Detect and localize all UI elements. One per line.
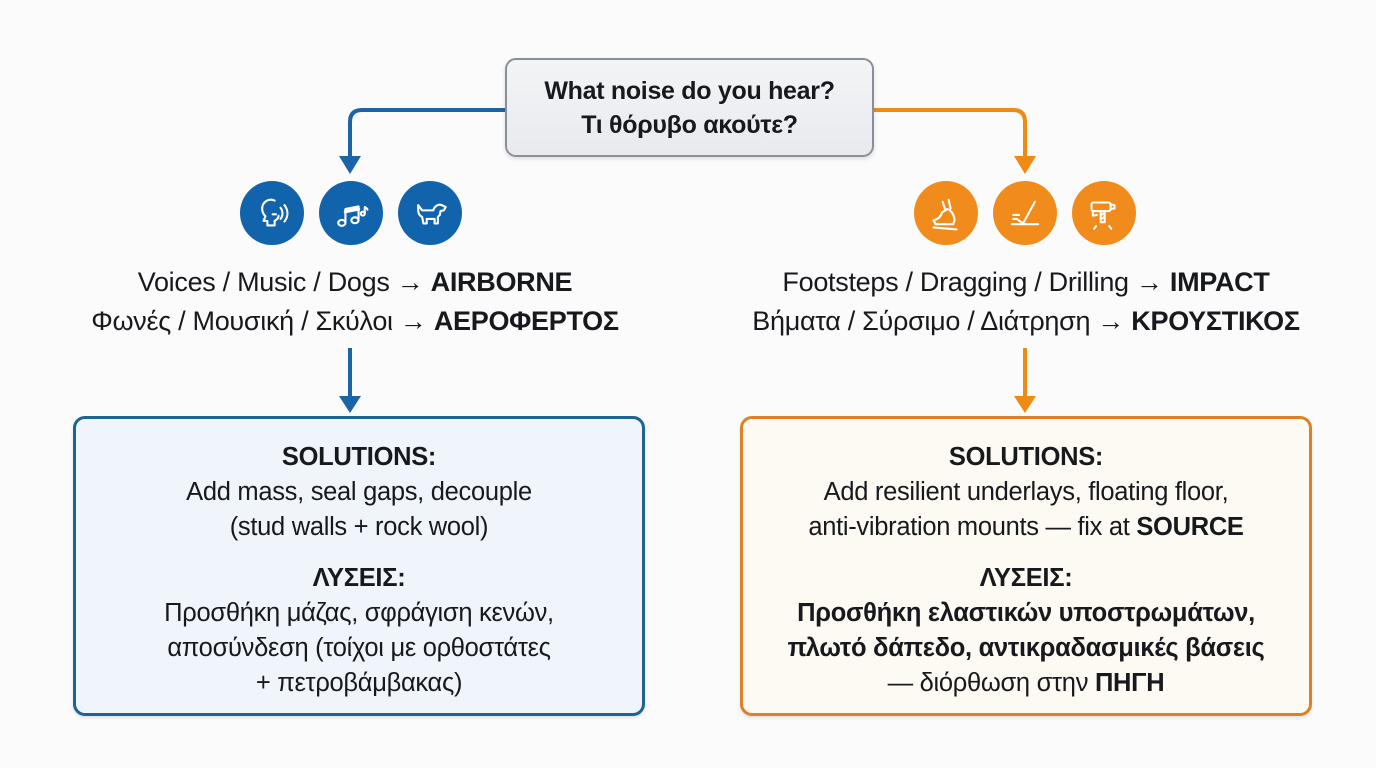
- airborne-solutions-heading-gr: ΛΥΣΕΙΣ:: [312, 564, 406, 592]
- question-line-gr: Τι θόρυβο ακούτε?: [581, 110, 798, 139]
- airborne-label-gr-bold: ΑΕΡΟΦΕΡΤΟΣ: [433, 306, 619, 336]
- airborne-solutions-en-line2: (stud walls + rock wool): [229, 513, 489, 541]
- airborne-solutions-en-line1: Add mass, seal gaps, decouple: [186, 478, 532, 506]
- question-box: What noise do you hear? Τι θόρυβο ακούτε…: [505, 58, 874, 157]
- drill-icon: [1072, 181, 1136, 245]
- airborne-solutions-gr-line2: αποσύνδεση (τοίχοι με ορθοστάτες: [167, 634, 551, 662]
- impact-solutions-en-line2-bold: SOURCE: [1136, 513, 1244, 541]
- impact-label-en: Footsteps / Dragging / Drilling → IMPACT: [706, 263, 1346, 302]
- blue-down-arrowhead: [339, 396, 361, 413]
- music-notes-icon: [319, 181, 383, 245]
- airborne-solutions-heading-en: SOLUTIONS:: [281, 443, 437, 471]
- impact-label: Footsteps / Dragging / Drilling → IMPACT…: [706, 263, 1346, 341]
- impact-solutions-heading-en: SOLUTIONS:: [948, 443, 1104, 471]
- airborne-solutions-box: SOLUTIONS: Add mass, seal gaps, decouple…: [73, 416, 645, 716]
- speaking-person-icon: [240, 181, 304, 245]
- airborne-label-gr: Φωνές / Μουσική / Σκύλοι → ΑΕΡΟΦΕΡΤΟΣ: [35, 302, 675, 341]
- impact-solutions-gr-line3-text: — διόρθωση στην: [887, 669, 1095, 697]
- orange-branch-arrowhead: [1014, 156, 1036, 174]
- airborne-solutions-gr-line1: Προσθήκη μάζας, σφράγιση κενών,: [164, 599, 554, 627]
- orange-down-arrowhead: [1014, 396, 1036, 413]
- impact-solutions-en-line2-text: anti-vibration mounts — fix at: [808, 513, 1137, 541]
- impact-solutions-gr-line1: Προσθήκη ελαστικών υποστρωμάτων,: [797, 599, 1255, 627]
- airborne-solutions-gr-line3: + πετροβάμβακας): [255, 669, 463, 697]
- airborne-label-en: Voices / Music / Dogs → AIRBORNE: [35, 263, 675, 302]
- airborne-icon-row: [240, 181, 462, 245]
- dragging-icon: [993, 181, 1057, 245]
- impact-solutions-gr-line3-bold: ΠΗΓΗ: [1094, 669, 1165, 697]
- impact-icon-row: [914, 181, 1136, 245]
- blue-branch-arrowhead: [339, 156, 361, 174]
- impact-solutions-en-line2: anti-vibration mounts — fix at SOURCE: [743, 510, 1309, 545]
- footstep-icon: [914, 181, 978, 245]
- impact-solutions-box: SOLUTIONS: Add resilient underlays, floa…: [740, 416, 1312, 716]
- impact-solutions-en-line1: Add resilient underlays, floating floor,: [823, 478, 1229, 506]
- impact-solutions-gr-line2: πλωτό δάπεδο, αντικραδασμικές βάσεις: [787, 634, 1265, 662]
- blue-branch-line: [348, 108, 505, 158]
- question-line-en: What noise do you hear?: [544, 76, 835, 105]
- airborne-label: Voices / Music / Dogs → AIRBORNE Φωνές /…: [35, 263, 675, 341]
- impact-label-en-bold: IMPACT: [1169, 267, 1270, 297]
- dog-icon: [398, 181, 462, 245]
- impact-label-gr: Βήματα / Σύρσιμο / Διάτρηση → ΚΡΟΥΣΤΙΚΟΣ: [706, 302, 1346, 341]
- airborne-label-en-text: Voices / Music / Dogs →: [137, 267, 431, 297]
- impact-solutions-heading-gr: ΛΥΣΕΙΣ:: [979, 564, 1073, 592]
- airborne-label-en-bold: AIRBORNE: [430, 267, 573, 297]
- orange-branch-line: [872, 108, 1027, 158]
- impact-solutions-gr-line3: — διόρθωση στην ΠΗΓΗ: [743, 666, 1309, 701]
- impact-label-gr-bold: ΚΡΟΥΣΤΙΚΟΣ: [1131, 306, 1300, 336]
- impact-label-gr-text: Βήματα / Σύρσιμο / Διάτρηση →: [752, 306, 1132, 336]
- impact-label-en-text: Footsteps / Dragging / Drilling →: [782, 267, 1170, 297]
- airborne-label-gr-text: Φωνές / Μουσική / Σκύλοι →: [91, 306, 434, 336]
